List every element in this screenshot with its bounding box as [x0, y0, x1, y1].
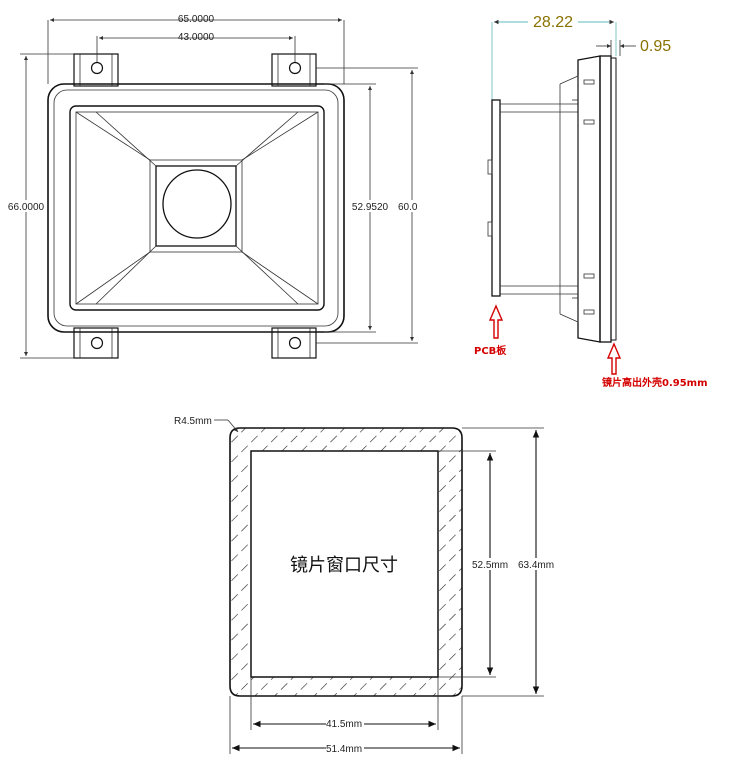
window-frame [69, 105, 325, 311]
dim-total-height: 66.0000 [8, 53, 74, 359]
label-lens: 镜片高出外壳0.95mm [602, 376, 708, 389]
dim-label-width: 65.0000 [178, 14, 215, 25]
dim-label-inner-width: 41.5mm [326, 719, 362, 730]
dim-label-radius: R4.5mm [174, 416, 212, 427]
dim-window-inner-height: 52.5mm [438, 450, 508, 678]
window-view: 镜片窗口尺寸 R4.5mm 52.5mm 63.4mm [174, 416, 558, 755]
pcb-pointer: PCB板 [474, 304, 507, 357]
mounting-tabs [73, 53, 317, 359]
dim-label-height: 66.0000 [8, 202, 45, 213]
lens-plate [610, 57, 617, 341]
window-outline [229, 427, 463, 697]
center-block [155, 165, 237, 247]
lens-pointer: 镜片高出外壳0.95mm [602, 342, 708, 389]
lens-circle [162, 169, 232, 239]
dim-label-inner-height: 52.9520 [352, 202, 389, 213]
housing-outer [47, 83, 345, 333]
dim-label-protrusion: 0.95 [640, 38, 671, 55]
dim-label-depth: 28.22 [533, 14, 573, 31]
housing-side [577, 55, 601, 343]
dim-label-outer-height: 63.4mm [518, 560, 554, 571]
dim-radius: R4.5mm [174, 416, 239, 433]
dim-outer-height: 60.0 [316, 67, 418, 344]
label-pcb: PCB板 [474, 344, 507, 357]
dim-window-outer-width: 51.4mm [229, 696, 463, 755]
dim-total-width: 65.0000 [47, 14, 345, 84]
screw-hole-icon [288, 61, 302, 75]
dim-window-inner-width: 41.5mm [250, 677, 439, 730]
housing-inner-edge [53, 89, 339, 327]
front-view: 65.0000 43.0000 66.0000 52.9520 [8, 14, 418, 359]
side-view: 28.22 0.95 PCB板 [474, 12, 708, 389]
screw-hole-icon [90, 61, 104, 75]
pcb-board [491, 99, 501, 297]
dim-inner-height: 52.9520 [324, 83, 392, 333]
dim-label-hole-spacing: 43.0000 [178, 32, 215, 43]
window-opening [250, 450, 439, 678]
window-title: 镜片窗口尺寸 [290, 555, 398, 576]
dim-hole-spacing: 43.0000 [96, 32, 296, 62]
screw-hole-icon [90, 336, 104, 350]
dim-label-outer-height: 60.0 [398, 202, 418, 213]
screw-hole-icon [288, 336, 302, 350]
dim-depth: 28.22 [494, 12, 614, 31]
dim-label-inner-height: 52.5mm [472, 560, 508, 571]
dim-label-outer-width: 51.4mm [326, 744, 362, 755]
dim-window-outer-height: 63.4mm [462, 427, 558, 697]
dim-lens-protrusion: 0.95 [596, 38, 671, 56]
